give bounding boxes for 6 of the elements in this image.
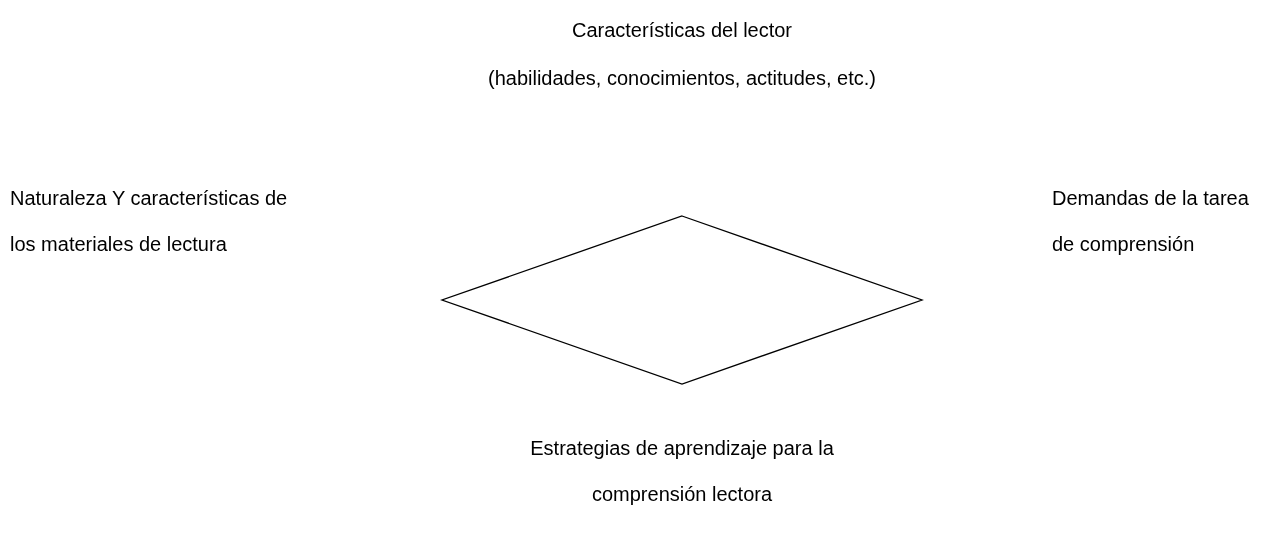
label-text: Naturaleza Y características de los materiales de lectura — [10, 186, 289, 257]
heading-text: Características del lector — [570, 18, 794, 43]
diamond-shape — [440, 215, 924, 385]
label-text: (habilidades, conocimientos, actitudes, etc.) — [487, 66, 877, 91]
label-text: Demandas de la tarea de comprensión — [1052, 186, 1250, 257]
label-text: Estrategias de aprendizaje para la comprensión lectora — [529, 436, 835, 507]
